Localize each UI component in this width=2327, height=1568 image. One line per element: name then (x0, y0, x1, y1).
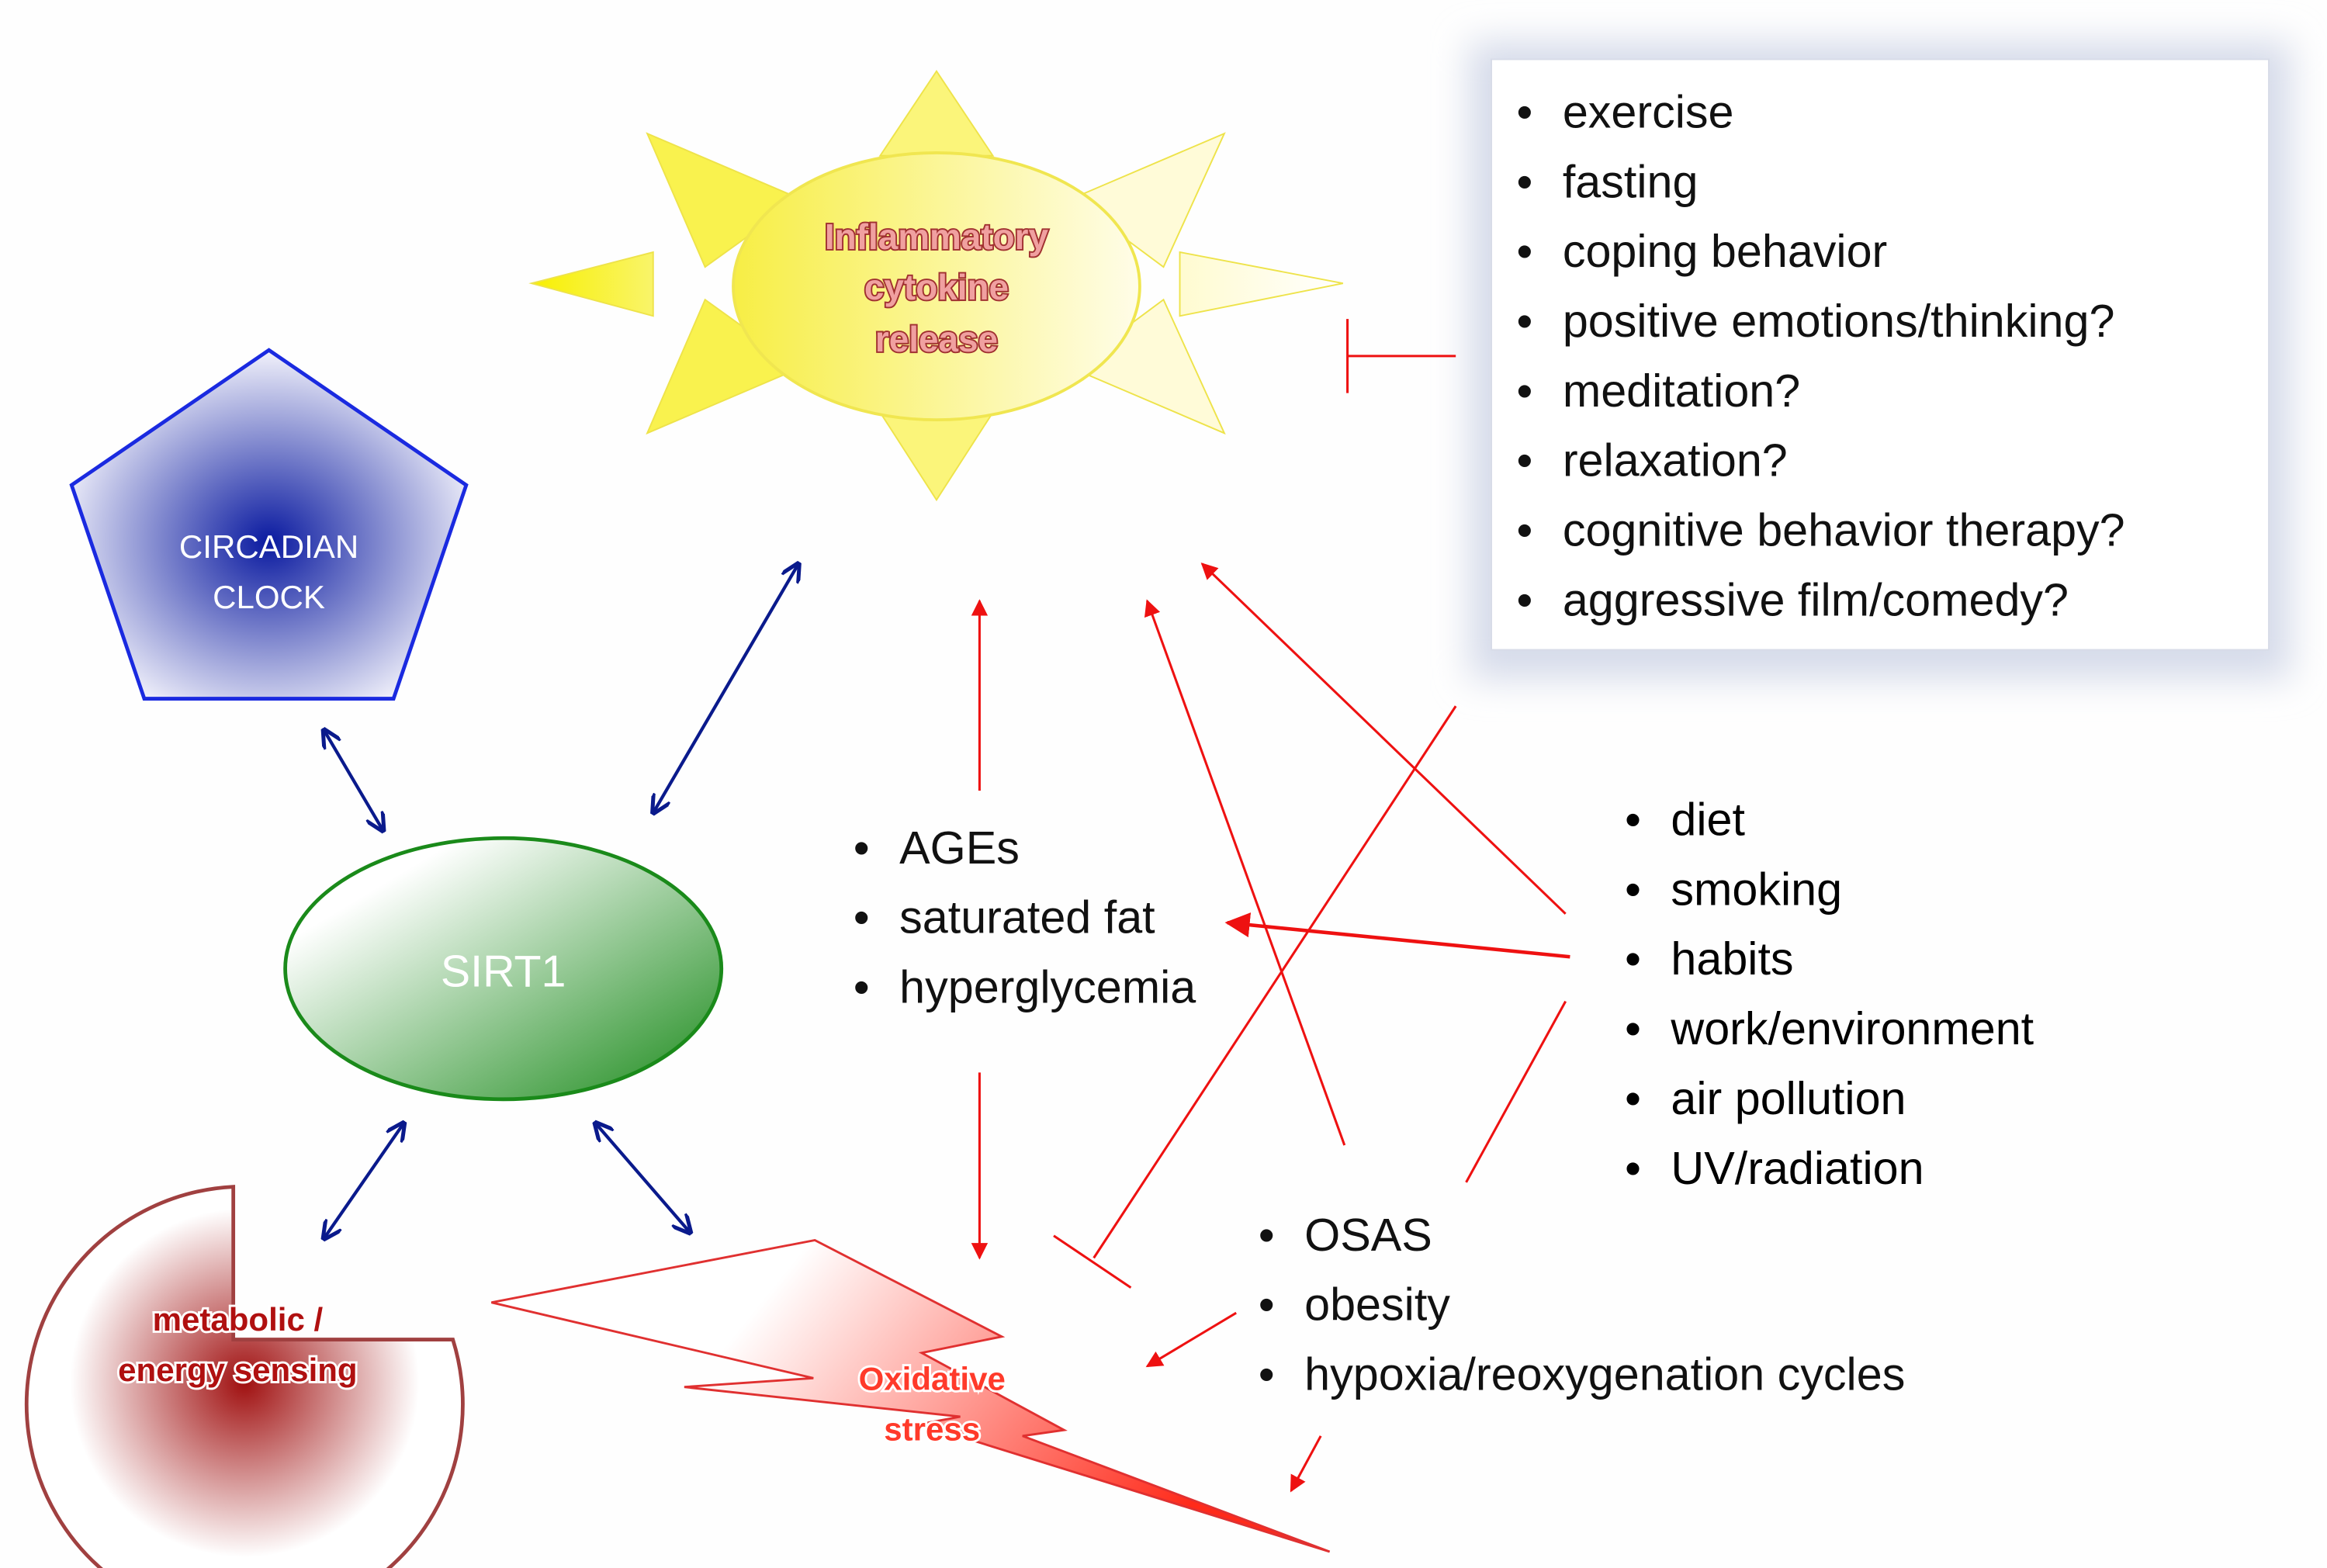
metabolic-label-line1: metabolic / (153, 1301, 324, 1338)
circadian-clock-node: CIRCADIAN CLOCK (69, 348, 469, 701)
sun-ray (878, 411, 995, 502)
list-item: relaxation? (1563, 434, 1788, 486)
bullet-icon: • (854, 822, 870, 874)
bullet-icon: • (1517, 225, 1533, 277)
list-item: smoking (1671, 863, 1842, 915)
sun-ray (1179, 251, 1344, 317)
arrow-sirt1-metabolic (324, 1123, 403, 1238)
arrow-circadian-sirt1 (324, 730, 383, 831)
bullet-icon: • (1517, 573, 1533, 625)
blue-arrows (324, 564, 798, 1239)
list-item: UV/radiation (1671, 1142, 1924, 1194)
arrow-hypoxia-to-oxidative (1290, 1435, 1322, 1493)
bullet-icon: • (1517, 434, 1533, 486)
list-item: hypoxia/reoxygenation cycles (1304, 1348, 1905, 1400)
sleep-factors-list: • OSAS • obesity • hypoxia/reoxygenation cycl… (1259, 1209, 1905, 1400)
bullet-icon: • (1517, 295, 1533, 347)
bullet-icon: • (1625, 863, 1641, 915)
arrow-sirt1-oxidative (595, 1123, 690, 1232)
arrow-lifestyle-to-osas (1465, 1000, 1567, 1183)
list-item: positive emotions/thinking? (1563, 295, 2115, 347)
sun-ray (878, 70, 995, 157)
sun-core (732, 151, 1141, 422)
lifestyle-factors-list: • diet • smoking • habits • work/environment • ai… (1625, 793, 2034, 1193)
protective-list: • exercise • fasting • coping behavior • positi… (1517, 85, 2125, 625)
sirt1-ellipse (283, 836, 724, 1102)
sirt1-label: SIRT1 (441, 947, 566, 996)
arrow-lifestyle-to-sun (1200, 562, 1567, 915)
list-item: meditation? (1563, 365, 1800, 417)
inflammation-label-line1: Inflammatory (825, 216, 1049, 257)
bullet-icon: • (1517, 365, 1533, 417)
red-arrows (971, 562, 1570, 1493)
inflammation-label-line2: cytokine (864, 267, 1009, 307)
metabolic-factors-list: • AGEs • saturated fat • hyperglycemia (854, 822, 1196, 1013)
bullet-icon: • (1259, 1348, 1275, 1400)
bullet-icon: • (854, 891, 870, 943)
arrow-lifestyle-to-ages (1224, 912, 1570, 959)
list-item: aggressive film/comedy? (1563, 573, 2069, 625)
bullet-icon: • (1259, 1209, 1275, 1261)
list-item: hyperglycemia (899, 961, 1196, 1013)
oxidative-stress-node: Oxidative stress (491, 1238, 1331, 1553)
arrow-osas-to-sun (1144, 599, 1346, 1146)
bullet-icon: • (1517, 155, 1533, 207)
list-item: obesity (1304, 1279, 1450, 1331)
bullet-icon: • (1625, 1002, 1641, 1054)
list-item: exercise (1563, 85, 1734, 137)
list-item: fasting (1563, 155, 1699, 207)
list-item: coping behavior (1563, 225, 1887, 277)
list-item: air pollution (1671, 1072, 1906, 1124)
circadian-label-line2: CLOCK (213, 579, 325, 615)
bullet-icon: • (1517, 504, 1533, 556)
list-item: saturated fat (899, 891, 1155, 943)
bullet-icon: • (1625, 793, 1641, 845)
sirt1-node: SIRT1 (283, 836, 724, 1102)
oxidative-label-line2: stress (884, 1411, 980, 1448)
arrow-sirt1-sun (653, 564, 798, 813)
list-item: work/environment (1670, 1002, 2034, 1054)
lightning-bolt (491, 1238, 1331, 1553)
circadian-pentagon (69, 348, 469, 701)
metabolic-label-line2: energy sensing (118, 1352, 357, 1388)
arrow-osas-to-oxidative (1145, 1311, 1237, 1368)
circadian-label-line1: CIRCADIAN (179, 528, 358, 565)
list-item: habits (1671, 933, 1793, 985)
list-item: AGEs (899, 822, 1020, 874)
box-panel (1491, 58, 2270, 651)
inhibition-box-to-oxidative (1093, 705, 1457, 1259)
bullet-icon: • (1625, 1072, 1641, 1124)
inhibition-bar-oxidative (1053, 1234, 1132, 1289)
oxidative-label-line1: Oxidative (859, 1361, 1006, 1397)
protective-factors-box: • exercise • fasting • coping behavior • positi… (1469, 41, 2291, 680)
bullet-icon: • (1517, 85, 1533, 137)
bullet-icon: • (1625, 1142, 1641, 1194)
list-item: cognitive behavior therapy? (1563, 504, 2125, 556)
sun-ray (528, 251, 654, 317)
list-item: diet (1671, 793, 1745, 845)
inflammation-sun: Inflammatory cytokine release (528, 70, 1344, 502)
inflammation-label-line3: release (875, 319, 998, 359)
metabolic-shape (24, 1185, 465, 1568)
list-item: OSAS (1304, 1209, 1432, 1261)
bullet-icon: • (854, 961, 870, 1013)
bullet-icon: • (1625, 933, 1641, 985)
bullet-icon: • (1259, 1279, 1275, 1331)
metabolic-energy-node: metabolic / energy sensing (24, 1185, 465, 1568)
